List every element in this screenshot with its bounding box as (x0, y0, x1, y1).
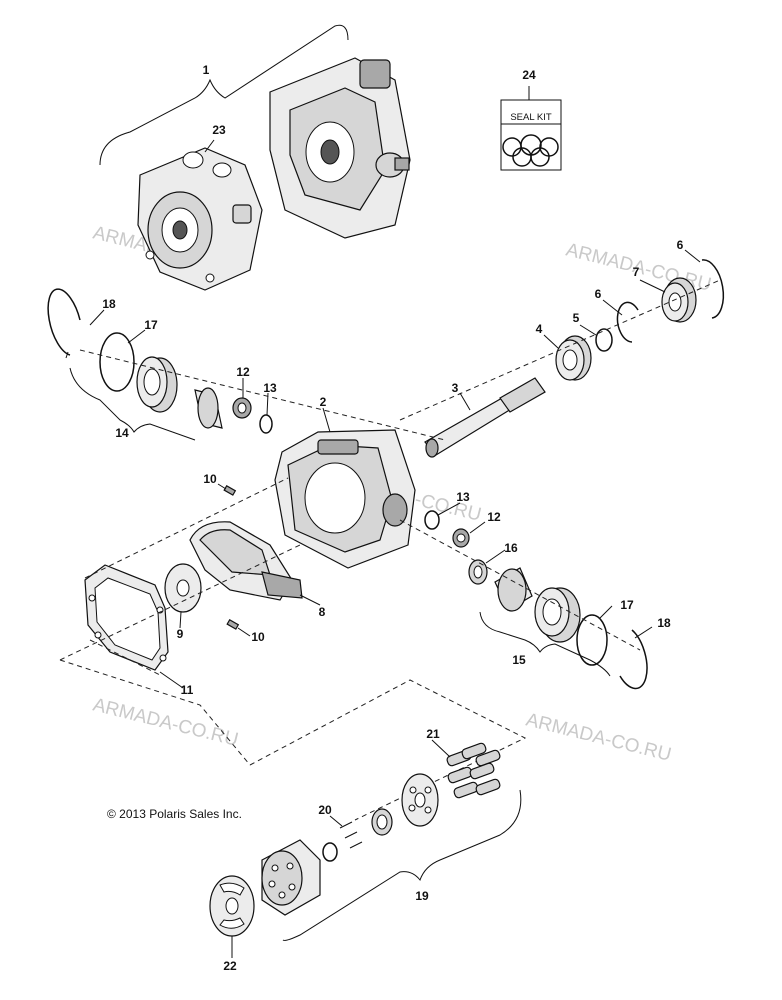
part-12-plug-right (452, 528, 470, 548)
watermark-5: ARMADA-CO.RU (524, 709, 674, 765)
callout-5: 5 (573, 311, 580, 325)
part-19-cylinder-block (261, 839, 321, 916)
callout-4: 4 (536, 322, 543, 336)
callout-6-mid: 6 (595, 287, 602, 301)
callout-14: 14 (115, 426, 129, 440)
leader-lines (89, 139, 701, 958)
callout-22: 22 (223, 959, 237, 973)
part-3-shaft (424, 377, 546, 458)
part-9-thrust-washer (164, 563, 202, 613)
callout-17-right: 17 (620, 598, 634, 612)
callout-21: 21 (426, 727, 440, 741)
part-18-retaining-ring-right (619, 629, 648, 690)
callout-16: 16 (504, 541, 518, 555)
part-20-pins (339, 821, 363, 849)
callout-3: 3 (452, 381, 459, 395)
part-6-retaining-ring-outer (701, 259, 725, 319)
part-19-retainer-plate (401, 773, 439, 827)
part-18-retaining-ring-left (47, 288, 81, 359)
part-10-dowel-lower (226, 618, 240, 630)
part-7-bearing-outer (661, 277, 697, 323)
part-4-bearing (555, 335, 592, 381)
callout-24: 24 (522, 68, 536, 82)
callout-12-right: 12 (487, 510, 501, 524)
part-19-ring-small (322, 842, 338, 862)
callout-13-right: 13 (456, 490, 470, 504)
part-1-pump-assembly (269, 57, 411, 239)
part-16-bushing (468, 559, 488, 585)
callout-8: 8 (319, 605, 326, 619)
bracket-assembly-1 (99, 24, 349, 166)
part-15-bushing-right (494, 567, 533, 612)
part-21-pistons (446, 742, 501, 799)
callout-9: 9 (177, 627, 184, 641)
callout-17-left: 17 (144, 318, 158, 332)
watermark-4: ARMADA-CO.RU (91, 694, 241, 750)
callout-10-top: 10 (203, 472, 217, 486)
callout-20: 20 (318, 803, 332, 817)
bracket-15 (479, 611, 611, 677)
callout-18-left: 18 (102, 297, 116, 311)
part-13-oring-upper (259, 414, 273, 434)
callout-2: 2 (320, 395, 327, 409)
part-11-gasket (84, 564, 169, 671)
part-14-bushing-left (194, 387, 223, 429)
part-8-swashplate (189, 521, 303, 601)
bracket-14 (69, 367, 196, 441)
part-5-snap-ring (595, 328, 613, 352)
callout-15: 15 (512, 653, 526, 667)
part-12-plug-upper (232, 397, 252, 419)
callout-6-top: 6 (677, 238, 684, 252)
callout-19: 19 (415, 889, 429, 903)
callouts: 1 23 24 6 7 6 5 4 3 2 18 17 12 13 14 10 … (102, 63, 683, 973)
part-13-oring-right (424, 510, 440, 530)
bracket-19 (282, 789, 522, 941)
part-23-pump-housing (137, 147, 263, 291)
callout-12-top: 12 (236, 365, 250, 379)
callout-18-right: 18 (657, 616, 671, 630)
callout-13-top: 13 (263, 381, 277, 395)
seal-kit-label: SEAL KIT (510, 112, 552, 123)
callout-23: 23 (212, 123, 226, 137)
part-17-oring-left (99, 332, 135, 392)
part-2-center-housing (274, 429, 416, 569)
callout-11: 11 (181, 683, 194, 697)
part-10-dowel-upper (223, 484, 237, 496)
callout-10-bottom: 10 (251, 630, 265, 644)
part-17-oring-right (576, 614, 608, 666)
callout-1: 1 (203, 63, 210, 77)
copyright-notice: © 2013 Polaris Sales Inc. (107, 807, 242, 821)
part-6-retaining-ring-inner (616, 301, 639, 343)
part-22-valve-plate (209, 875, 255, 937)
alignment-lines (59, 279, 721, 821)
part-19-spring-retainer (371, 808, 393, 836)
part-15-bearing-right (534, 587, 581, 643)
part-24-seal-kit: SEAL KIT (500, 86, 562, 171)
callout-7: 7 (633, 265, 640, 279)
